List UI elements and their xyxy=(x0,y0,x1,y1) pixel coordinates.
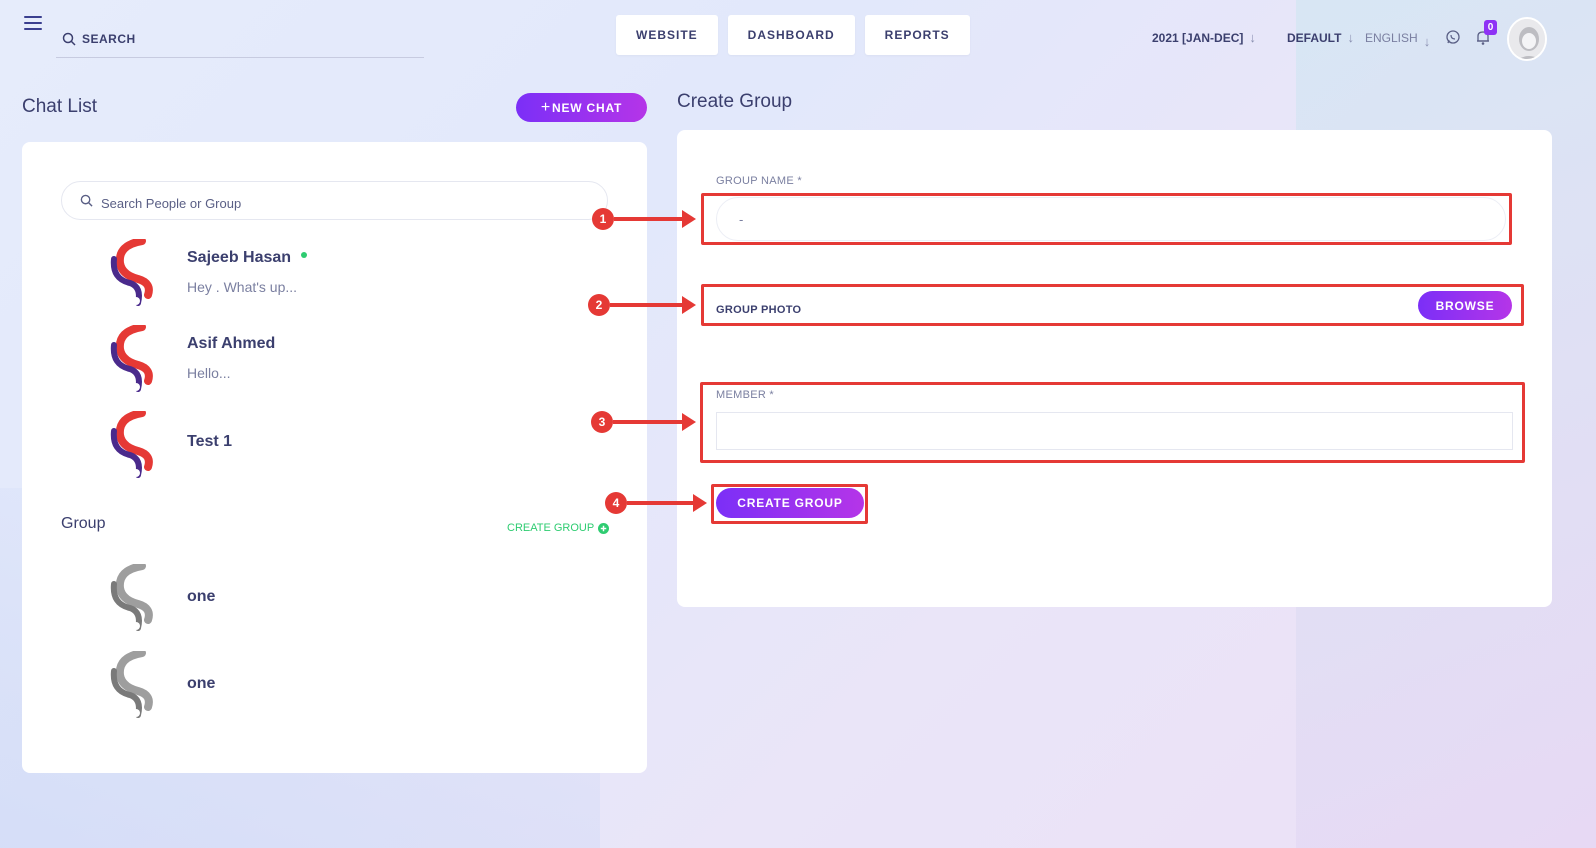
top-search-input[interactable] xyxy=(82,31,382,46)
group-name-label: GROUP NAME * xyxy=(716,175,802,187)
notification-badge: 0 xyxy=(1484,20,1497,35)
language-select[interactable]: ENGLISH ↓ xyxy=(1365,30,1430,50)
online-status-dot xyxy=(301,251,308,258)
arrow-down-icon: ↓ xyxy=(1347,30,1354,45)
new-chat-label: NEW CHAT xyxy=(551,100,623,115)
chat-item[interactable]: Sajeeb Hasan Hey . What's up... xyxy=(108,239,608,311)
whatsapp-icon[interactable] xyxy=(1445,29,1461,45)
contact-logo-icon xyxy=(110,411,153,478)
step-marker: 1 xyxy=(592,208,614,230)
step-marker: 2 xyxy=(588,294,610,316)
group-name-field[interactable] xyxy=(716,197,1506,241)
arrow-right-icon xyxy=(627,494,707,512)
contact-logo-icon xyxy=(110,325,153,392)
chat-last-message: Hey . What's up... xyxy=(187,279,298,295)
group-name: one xyxy=(187,675,216,692)
browse-button[interactable]: BROWSE xyxy=(1418,291,1512,320)
arrow-right-icon xyxy=(610,296,696,314)
theme-select[interactable]: DEFAULT ↓ xyxy=(1287,30,1354,45)
nav-reports-button[interactable]: REPORTS xyxy=(864,15,970,55)
chat-search[interactable] xyxy=(61,181,608,220)
search-icon xyxy=(80,194,93,207)
nav-dashboard-button[interactable]: DASHBOARD xyxy=(727,15,855,55)
group-logo-icon xyxy=(110,564,153,631)
arrow-down-icon: ↓ xyxy=(1249,30,1256,45)
group-photo-label: GROUP PHOTO xyxy=(716,304,802,316)
chat-list-card: Sajeeb Hasan Hey . What's up... Asif Ahm… xyxy=(22,142,647,773)
create-group-card: GROUP NAME * GROUP PHOTO BROWSE MEMBER *… xyxy=(677,130,1552,607)
theme-select-value: DEFAULT xyxy=(1287,30,1342,45)
arrow-down-icon: ↓ xyxy=(1423,34,1431,49)
step-marker: 4 xyxy=(605,492,627,514)
step-marker: 3 xyxy=(591,411,613,433)
chat-search-input[interactable] xyxy=(101,196,561,211)
member-field[interactable] xyxy=(716,412,1513,450)
group-logo-icon xyxy=(110,651,153,718)
arrow-right-icon xyxy=(613,413,696,431)
new-chat-button[interactable]: + NEW CHAT xyxy=(516,93,647,122)
chat-item[interactable]: Test 1 xyxy=(108,411,608,483)
bell-icon[interactable] xyxy=(1475,29,1491,46)
arrow-right-icon xyxy=(614,210,696,228)
chat-name: Asif Ahmed xyxy=(187,335,276,352)
chat-name: Sajeeb Hasan xyxy=(187,249,308,267)
group-section-title: Group xyxy=(61,515,106,532)
avatar[interactable] xyxy=(1507,17,1547,61)
top-nav: WEBSITE DASHBOARD REPORTS xyxy=(616,15,970,55)
plus-circle-icon xyxy=(598,522,610,534)
chat-last-message: Hello... xyxy=(187,365,231,381)
create-group-link-label: CREATE GROUP xyxy=(507,522,595,534)
chat-item[interactable]: Asif Ahmed Hello... xyxy=(108,325,608,397)
nav-website-button[interactable]: WEBSITE xyxy=(616,15,718,55)
top-search[interactable] xyxy=(56,20,424,58)
member-label: MEMBER * xyxy=(716,389,775,401)
create-group-title: Create Group xyxy=(677,91,793,112)
group-name: one xyxy=(187,588,216,605)
group-item[interactable]: one xyxy=(108,564,608,636)
group-item[interactable]: one xyxy=(108,651,608,723)
menu-icon[interactable] xyxy=(24,16,42,30)
language-select-value: ENGLISH xyxy=(1365,30,1418,45)
search-icon xyxy=(62,32,76,46)
year-select-value: 2021 [JAN-DEC] xyxy=(1152,30,1244,45)
create-group-link[interactable]: CREATE GROUP xyxy=(507,522,610,534)
contact-logo-icon xyxy=(110,239,153,306)
year-select[interactable]: 2021 [JAN-DEC] ↓ xyxy=(1152,30,1256,45)
chat-list-title: Chat List xyxy=(22,96,97,117)
chat-name: Test 1 xyxy=(187,433,233,450)
plus-icon: + xyxy=(540,98,551,116)
create-group-button[interactable]: CREATE GROUP xyxy=(716,488,864,518)
